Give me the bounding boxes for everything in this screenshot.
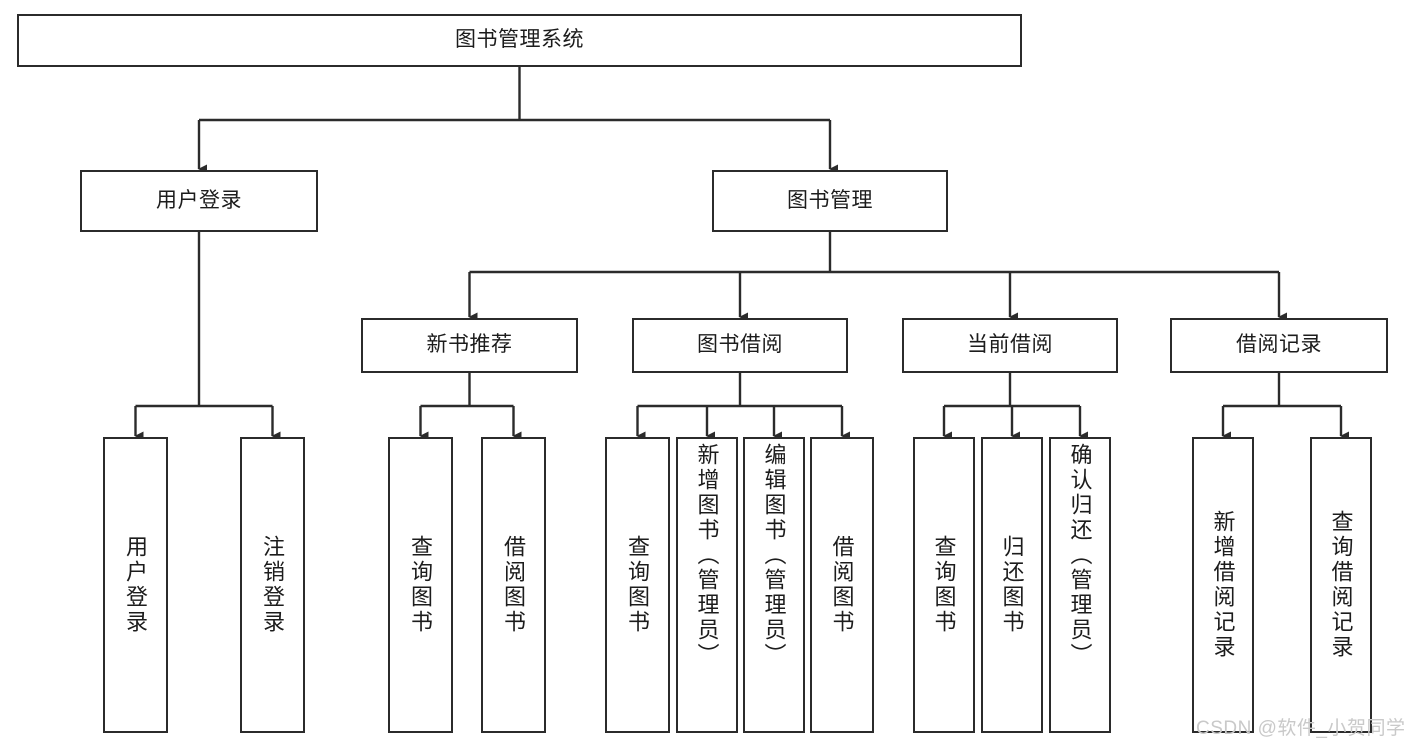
node-leaf-add-book[interactable]: 新增图书（管理员）	[676, 437, 738, 733]
node-label: 图书管理系统	[455, 28, 584, 52]
node-label: 当前借阅	[967, 333, 1053, 357]
node-label: 图书管理	[787, 188, 873, 212]
node-borrow-record[interactable]: 借阅记录	[1170, 318, 1388, 373]
node-leaf-return[interactable]: 归还图书	[981, 437, 1043, 733]
node-leaf-borrow-2[interactable]: 借阅图书	[810, 437, 874, 733]
node-label: 查询图书	[408, 535, 434, 635]
node-label: 用户登录	[123, 535, 149, 635]
node-current-borrow[interactable]: 当前借阅	[902, 318, 1118, 373]
node-leaf-query-1[interactable]: 查询图书	[388, 437, 453, 733]
node-label: 借阅图书	[501, 535, 527, 635]
node-leaf-query-rec[interactable]: 查询借阅记录	[1310, 437, 1372, 733]
node-label: 查询图书	[931, 535, 957, 635]
node-label: 确认归还（管理员）	[1067, 443, 1093, 668]
node-label: 借阅记录	[1236, 333, 1322, 357]
node-label: 图书借阅	[697, 333, 783, 357]
node-leaf-add-rec[interactable]: 新增借阅记录	[1192, 437, 1254, 733]
node-leaf-edit-book[interactable]: 编辑图书（管理员）	[743, 437, 805, 733]
node-label: 用户登录	[156, 188, 242, 212]
node-book-borrow[interactable]: 图书借阅	[632, 318, 848, 373]
node-label: 借阅图书	[829, 535, 855, 635]
edge-group	[134, 67, 1349, 441]
node-book-manage[interactable]: 图书管理	[712, 170, 948, 232]
node-leaf-query-3[interactable]: 查询图书	[913, 437, 975, 733]
node-label: 注销登录	[260, 535, 286, 635]
node-leaf-logout[interactable]: 注销登录	[240, 437, 305, 733]
node-leaf-query-2[interactable]: 查询图书	[605, 437, 670, 733]
node-new-book-rec[interactable]: 新书推荐	[361, 318, 578, 373]
node-leaf-user-login[interactable]: 用户登录	[103, 437, 168, 733]
node-label: 查询借阅记录	[1328, 510, 1354, 660]
node-label: 新书推荐	[426, 333, 513, 357]
node-label: 编辑图书（管理员）	[761, 443, 787, 668]
node-label: 新增借阅记录	[1210, 510, 1236, 660]
node-label: 归还图书	[999, 535, 1025, 635]
node-label: 查询图书	[625, 535, 651, 635]
node-root[interactable]: 图书管理系统	[17, 14, 1022, 67]
node-label: 新增图书（管理员）	[694, 443, 720, 668]
node-user-login[interactable]: 用户登录	[80, 170, 318, 232]
node-leaf-confirm[interactable]: 确认归还（管理员）	[1049, 437, 1111, 733]
node-leaf-borrow-1[interactable]: 借阅图书	[481, 437, 546, 733]
